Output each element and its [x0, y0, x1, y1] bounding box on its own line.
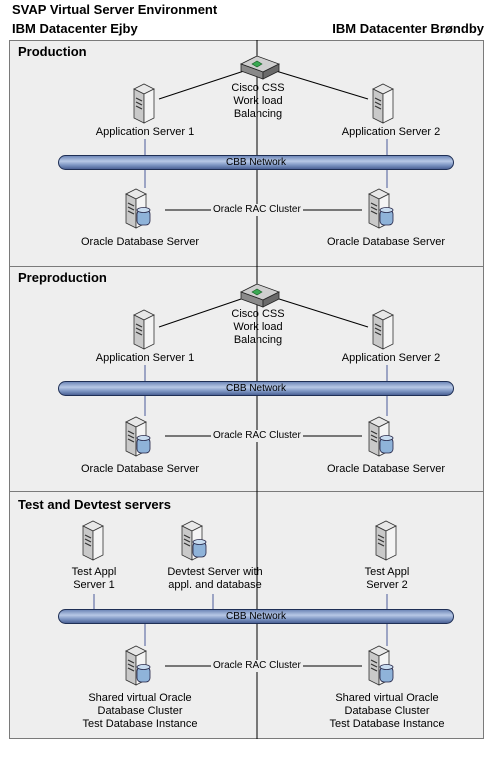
server-icon — [133, 309, 155, 350]
cbb-network-bus: CBB Network — [58, 155, 454, 170]
database-server-icon — [122, 188, 152, 230]
rac-cluster-label: Oracle RAC Cluster — [211, 204, 303, 216]
test-appl-server-2-label: Test Appl Server 2 — [364, 566, 410, 591]
rac-cluster-label: Oracle RAC Cluster — [211, 430, 303, 442]
section-production-title: Production — [18, 44, 87, 59]
server-icon — [372, 83, 394, 124]
database-server-icon — [365, 416, 395, 458]
diagram-title: SVAP Virtual Server Environment — [12, 2, 218, 17]
rac-cluster-label: Oracle RAC Cluster — [211, 660, 303, 672]
cbb-network-bus: CBB Network — [58, 609, 454, 624]
cbb-network-bus: CBB Network — [58, 381, 454, 396]
server-icon — [82, 520, 104, 561]
section-test-title: Test and Devtest servers — [18, 497, 171, 512]
database-server-icon — [122, 645, 152, 687]
app-server-1-label: Application Server 1 — [95, 352, 195, 364]
load-balancer-label: Cisco CSS Work load Balancing — [231, 308, 285, 346]
datacenter-right-label: IBM Datacenter Brøndby — [332, 21, 484, 36]
load-balancer-label: Cisco CSS Work load Balancing — [231, 82, 285, 120]
datacenter-left-label: IBM Datacenter Ejby — [12, 21, 138, 36]
database-server-icon — [365, 645, 395, 687]
network-label: CBB Network — [225, 157, 286, 168]
server-icon — [133, 83, 155, 124]
section-preproduction-title: Preproduction — [18, 270, 107, 285]
shared-db-1-label: Shared virtual Oracle Database Cluster T… — [82, 692, 198, 730]
db-server-1-label: Oracle Database Server — [81, 463, 199, 475]
database-server-icon — [178, 520, 208, 562]
router-icon — [240, 55, 280, 80]
server-icon — [375, 520, 397, 561]
database-server-icon — [365, 188, 395, 230]
network-label: CBB Network — [225, 611, 286, 622]
router-icon — [240, 283, 280, 308]
db-server-1-label: Oracle Database Server — [81, 236, 199, 248]
app-server-2-label: Application Server 2 — [341, 352, 441, 364]
shared-db-2-label: Shared virtual Oracle Database Cluster T… — [329, 692, 445, 730]
devtest-server-label: Devtest Server with appl. and database — [167, 566, 263, 591]
section-preproduction — [9, 266, 484, 492]
network-label: CBB Network — [225, 383, 286, 394]
app-server-2-label: Application Server 2 — [341, 126, 441, 138]
section-production — [9, 40, 484, 267]
db-server-2-label: Oracle Database Server — [327, 463, 445, 475]
server-icon — [372, 309, 394, 350]
db-server-2-label: Oracle Database Server — [327, 236, 445, 248]
app-server-1-label: Application Server 1 — [95, 126, 195, 138]
database-server-icon — [122, 416, 152, 458]
test-appl-server-1-label: Test Appl Server 1 — [71, 566, 117, 591]
